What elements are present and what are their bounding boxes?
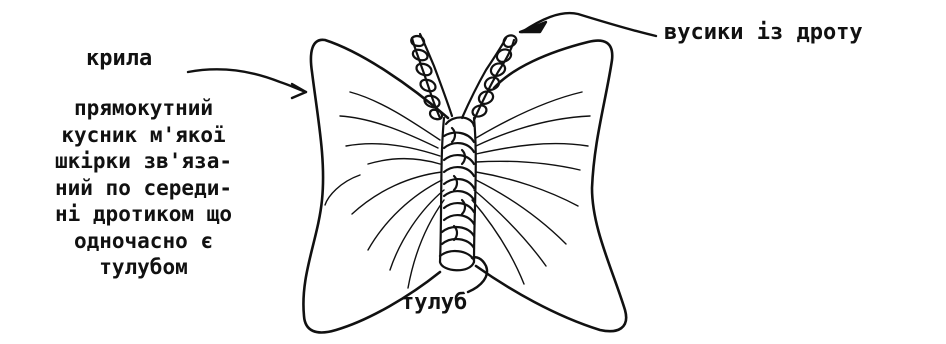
description-line: тулубом bbox=[6, 254, 281, 281]
description-text: прямокутний кусник м'якої шкірки зв'яза-… bbox=[6, 95, 281, 281]
body-leader-arrow bbox=[468, 257, 487, 292]
description-line: кусник м'якої bbox=[6, 122, 281, 149]
wing-outline bbox=[303, 40, 626, 333]
description-line: шкірки зв'яза- bbox=[6, 148, 281, 175]
wings-leader-arrow bbox=[188, 69, 306, 98]
body-twist bbox=[440, 117, 476, 270]
right-wing-creases bbox=[472, 92, 590, 284]
antennae-wire bbox=[411, 34, 516, 120]
body-label: тулуб bbox=[401, 290, 467, 315]
description-line: одночасно є bbox=[6, 228, 281, 255]
description-line: ні дротиком що bbox=[6, 201, 281, 228]
antennae-leader-arrow bbox=[520, 13, 656, 36]
left-wing-creases bbox=[325, 92, 444, 288]
antennae-label: вусики із дроту bbox=[664, 20, 863, 45]
description-line: прямокутний bbox=[6, 95, 281, 122]
description-line: ний по середи- bbox=[6, 175, 281, 202]
wings-label: крила bbox=[86, 46, 152, 71]
